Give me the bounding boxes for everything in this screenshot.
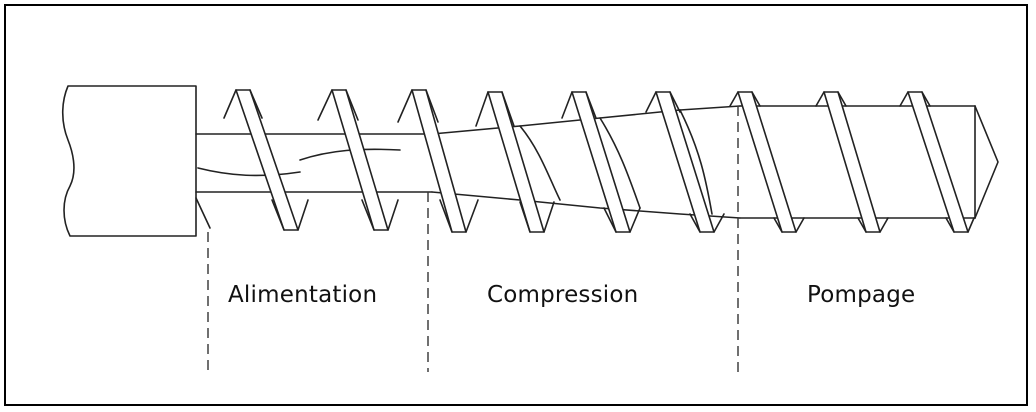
zone-label-feed: Alimentation <box>228 282 378 308</box>
zone-label-compression: Compression <box>487 282 639 308</box>
screw-root-feed <box>195 133 433 193</box>
zone-label-pumping: Pompage <box>807 282 916 308</box>
screw-flights <box>223 89 975 233</box>
screw-shank <box>61 85 211 237</box>
zone-dividers <box>207 106 739 372</box>
